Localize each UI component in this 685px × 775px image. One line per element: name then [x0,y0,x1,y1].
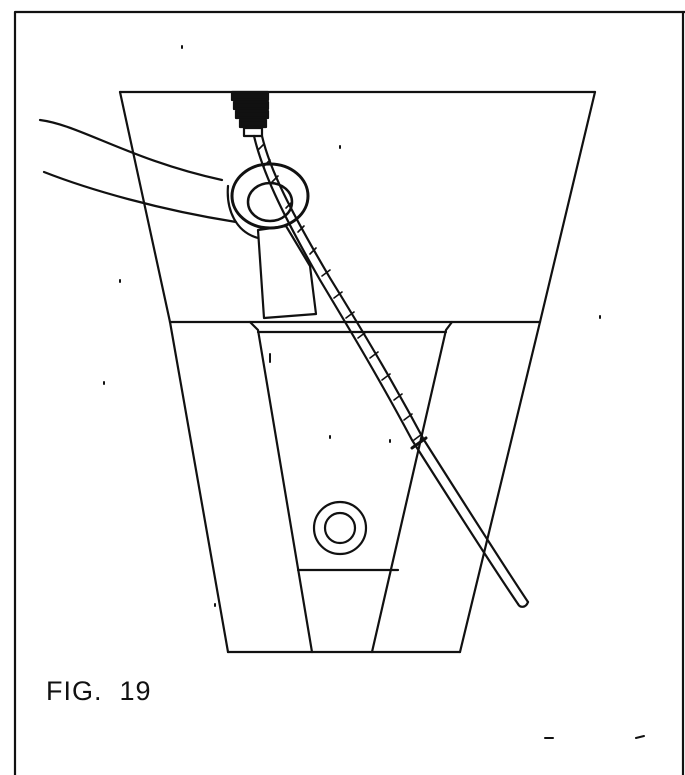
cable-twist-marks [257,143,423,441]
housing-right-wall [538,90,597,324]
drain-port-outer-ring [312,500,368,556]
figure-caption: FIG. 19 [46,676,152,706]
tool-blade [256,224,318,320]
right-inner-rib [370,320,454,654]
hand-arm-outline-lower [42,170,238,224]
cable-contact-mark [410,436,428,450]
thumb-outline [226,184,260,240]
threaded-fitting [230,90,270,138]
housing-left-wall [118,90,172,324]
drain-port-inner-ring [323,511,357,545]
cable-left-edge [252,134,520,606]
page-border [13,10,685,775]
hand-arm-outline [38,118,224,182]
lower-housing-left [168,320,230,654]
lower-housing-right [458,320,542,654]
cable-right-edge [260,134,530,604]
scan-specks [103,45,645,739]
cable-end-cap [516,600,530,608]
left-inner-rib [248,320,314,654]
